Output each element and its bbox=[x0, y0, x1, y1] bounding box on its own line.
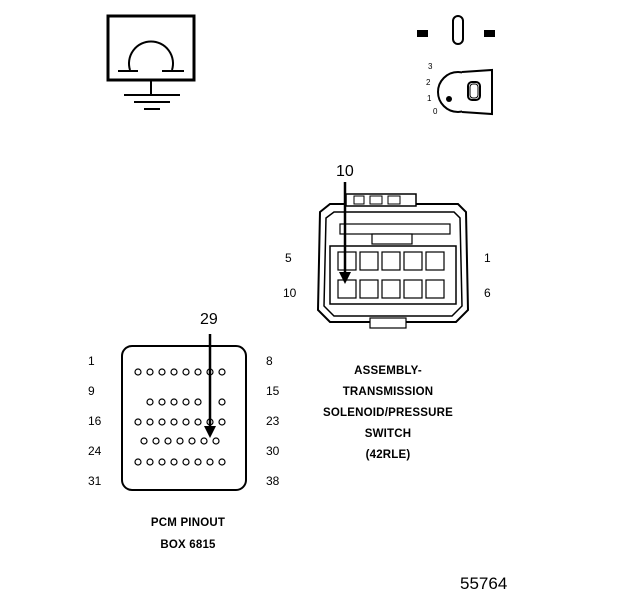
connector-caption-line: SWITCH bbox=[364, 428, 412, 440]
connector-pin-bottom-right: 6 bbox=[484, 286, 491, 300]
pcm-label-left: 31 bbox=[88, 474, 102, 488]
connector-caption-line: (42RLE) bbox=[365, 449, 411, 461]
pcm-pin bbox=[212, 437, 220, 445]
pcm-label-right: 38 bbox=[266, 474, 280, 488]
pcm-pin bbox=[194, 368, 202, 376]
connector-caption: ASSEMBLY- TRANSMISSION SOLENOID/PRESSURE… bbox=[300, 361, 476, 466]
pcm-pin bbox=[170, 398, 178, 406]
pcm-pin bbox=[194, 418, 202, 426]
pcm-pin bbox=[134, 418, 142, 426]
pcm-callout: 29 bbox=[200, 311, 218, 328]
pcm-label-right: 8 bbox=[266, 354, 273, 368]
connector-caption-line: ASSEMBLY- bbox=[354, 365, 422, 377]
pcm-pin bbox=[182, 368, 190, 376]
connector-caption-line: TRANSMISSION bbox=[342, 386, 434, 398]
key-position-2: 2 bbox=[426, 78, 431, 87]
pcm-pin bbox=[218, 368, 226, 376]
pcm-pin bbox=[146, 458, 154, 466]
pcm-pin bbox=[194, 458, 202, 466]
key-position-1: 1 bbox=[427, 94, 432, 103]
key-position-3: 3 bbox=[428, 62, 433, 71]
pcm-pin bbox=[152, 437, 160, 445]
pcm-label-right: 23 bbox=[266, 414, 280, 428]
pcm-pin bbox=[182, 418, 190, 426]
pcm-pin bbox=[164, 437, 172, 445]
pcm-label-left: 9 bbox=[88, 384, 95, 398]
pcm-pin bbox=[206, 368, 214, 376]
pcm-pin bbox=[158, 368, 166, 376]
pcm-pin bbox=[218, 458, 226, 466]
key-position-0: 0 bbox=[433, 107, 438, 116]
pcm-pin bbox=[170, 368, 178, 376]
pcm-pin bbox=[158, 398, 166, 406]
pcm-pin bbox=[170, 458, 178, 466]
connector-pin-top-left: 5 bbox=[285, 251, 292, 265]
pcm-pin bbox=[134, 368, 142, 376]
figure-number: 55764 bbox=[460, 574, 508, 593]
pcm-label-left: 24 bbox=[88, 444, 102, 458]
pcm-pin bbox=[170, 418, 178, 426]
connector-caption-line: SOLENOID/PRESSURE bbox=[323, 407, 453, 419]
pcm-pin bbox=[188, 437, 196, 445]
pcm-pin bbox=[140, 437, 148, 445]
pcm-label-left: 1 bbox=[88, 354, 95, 368]
pcm-pin bbox=[146, 398, 154, 406]
pcm-pin bbox=[158, 458, 166, 466]
connector-pin-top-right: 1 bbox=[484, 251, 491, 265]
pcm-caption-line: BOX 6815 bbox=[160, 539, 216, 551]
pcm-pin bbox=[146, 368, 154, 376]
pcm-caption-line: PCM PINOUT bbox=[150, 517, 226, 529]
pcm-pin bbox=[134, 458, 142, 466]
pcm-label-right: 30 bbox=[266, 444, 280, 458]
pcm-pin bbox=[206, 458, 214, 466]
pcm-label-left: 16 bbox=[88, 414, 102, 428]
pcm-pin bbox=[194, 398, 202, 406]
pcm-pin bbox=[146, 418, 154, 426]
pcm-pin bbox=[206, 418, 214, 426]
pcm-pin bbox=[182, 398, 190, 406]
pcm-caption: PCM PINOUT BOX 6815 bbox=[118, 512, 258, 556]
pcm-pin bbox=[158, 418, 166, 426]
pcm-pin bbox=[200, 437, 208, 445]
pcm-pin bbox=[176, 437, 184, 445]
pcm-pin bbox=[218, 418, 226, 426]
pcm-label-right: 15 bbox=[266, 384, 280, 398]
connector-pin-bottom-left: 10 bbox=[283, 286, 297, 300]
pcm-pin bbox=[218, 398, 226, 406]
connector-callout: 10 bbox=[336, 163, 354, 180]
pcm-pin bbox=[182, 458, 190, 466]
